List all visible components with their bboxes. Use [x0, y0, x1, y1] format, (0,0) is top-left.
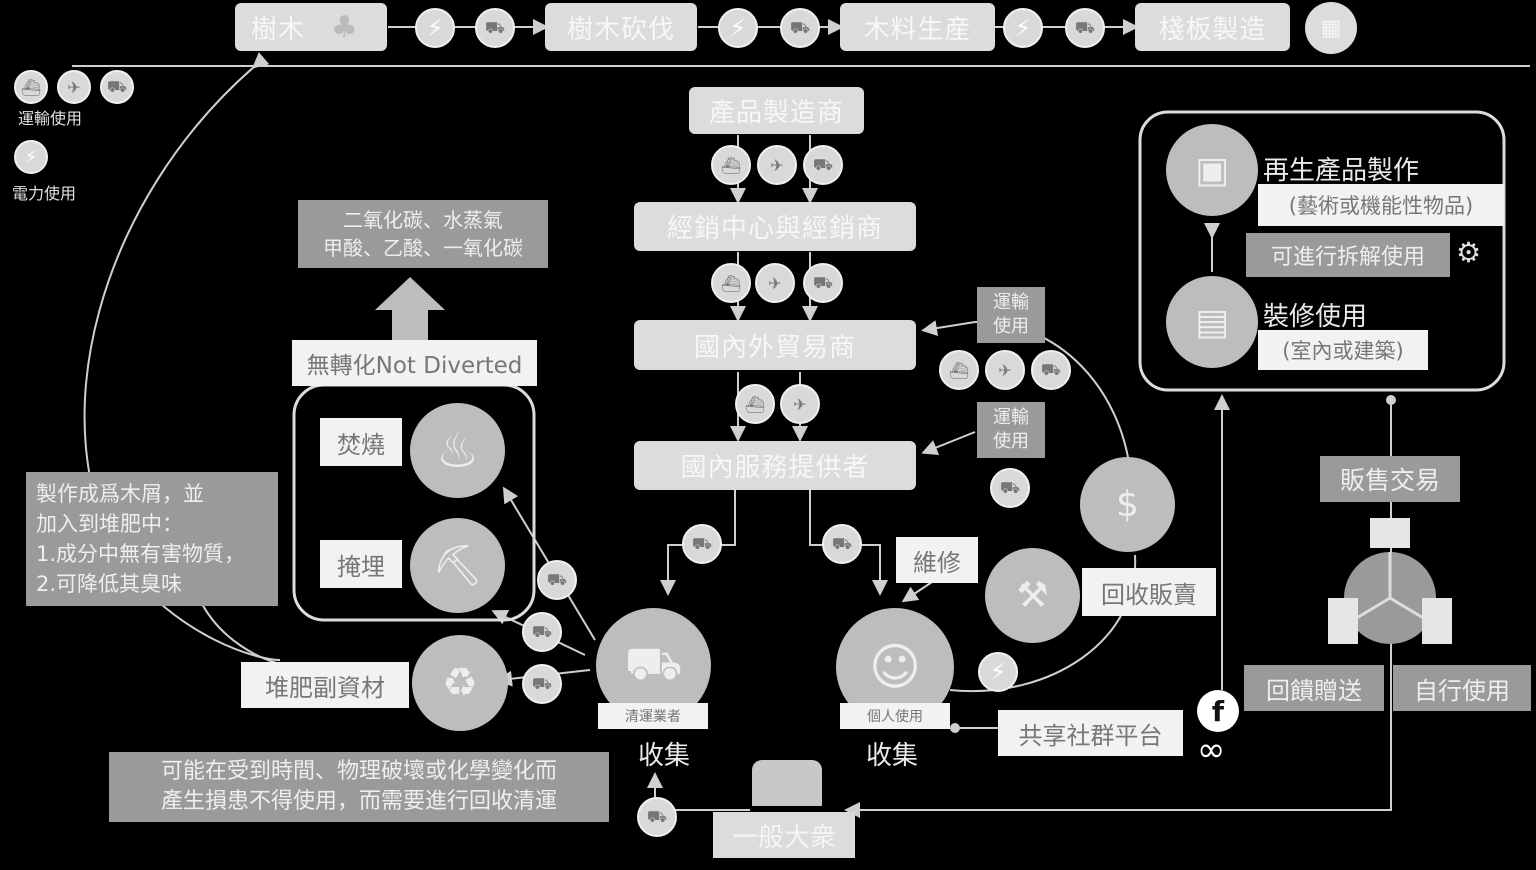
compost-bag-icon: ♻	[412, 635, 508, 731]
trader-box: 國內外貿易商	[634, 320, 916, 370]
bolt-icon: ⚡	[14, 140, 48, 174]
truck-icon: ⛟	[682, 524, 722, 564]
truck-icon: ⛟	[100, 70, 134, 104]
bolt-icon: ⚡	[718, 8, 758, 48]
renovation-title: 裝修使用	[1263, 296, 1367, 333]
legend-transport-label: 運輸使用	[18, 105, 82, 129]
collector-role-label: 清運業者	[598, 703, 708, 729]
truck-icon: ⛟	[522, 612, 562, 652]
shovel-icon: ⛏	[410, 518, 505, 613]
plane-icon: ✈	[755, 263, 795, 303]
plane-icon: ✈	[757, 145, 797, 185]
public-label: 一般大衆	[713, 812, 855, 858]
plane-icon: ✈	[780, 384, 820, 424]
emissions-line1: 二氧化碳、水蒸氣	[343, 206, 503, 234]
chain-step-logging: 樹木砍伐	[545, 3, 697, 51]
handshake-hammer-icon: ⚒	[985, 548, 1080, 643]
service-provider-box: 國內服務提供者	[634, 441, 916, 490]
pallet-icon: ▦	[1305, 2, 1357, 54]
bolt-icon: ⚡	[1003, 8, 1043, 48]
resale-label: 回收販賣	[1082, 568, 1216, 616]
chain-step-tree-label: 樹木	[251, 9, 305, 46]
not-diverted-title: 無轉化Not Diverted	[292, 340, 537, 386]
transport-label-2: 運輸 使用	[977, 402, 1045, 458]
truck-icon: ⛟	[637, 797, 677, 837]
social-platform-label: 共享社群平台	[998, 710, 1183, 756]
bolt-icon: ⚡	[978, 652, 1018, 692]
recycled-product-subtitle: (藝術或機能性物品)	[1258, 184, 1504, 226]
damage-note: 可能在受到時間、物理破壞或化學變化而 產生損患不得使用，而需要進行回收清運	[109, 752, 609, 822]
emissions-box: 二氧化碳、水蒸氣 甲酸、乙酸、一氧化碳	[298, 200, 548, 268]
truck-icon: ⛟	[475, 8, 515, 48]
ship-icon: ⛴	[14, 70, 48, 104]
chain-step-lumber: 木料生産	[840, 3, 995, 51]
truck-icon: ⛟	[990, 468, 1030, 508]
emissions-line2: 甲酸、乙酸、一氧化碳	[323, 234, 523, 262]
truck-icon: ⛟	[1031, 350, 1071, 390]
compost-material-label: 堆肥副資材	[241, 662, 409, 708]
ship-icon: ⛴	[711, 145, 751, 185]
sale-label: 販售交易	[1320, 456, 1460, 502]
truck-icon: ⛟	[822, 524, 862, 564]
ship-icon: ⛴	[939, 350, 979, 390]
tree-icon: ♣	[331, 10, 359, 45]
facebook-icon: f	[1197, 690, 1239, 732]
truck-icon: ⛟	[522, 664, 562, 704]
distributor-box: 經銷中心與經銷商	[634, 202, 916, 251]
repair-label: 維修	[896, 537, 978, 583]
chain-step-pallet: 棧板製造	[1135, 3, 1290, 51]
individual-action-label: 收集	[866, 735, 918, 772]
truck-icon: ⛟	[537, 560, 577, 600]
ship-icon: ⛴	[711, 263, 751, 303]
fire-icon: ♨	[410, 403, 505, 498]
hands-circle-icon	[1328, 518, 1452, 648]
compost-note: 製作成爲木屑，並 加入到堆肥中： 1.成分中無有害物質， 2.可降低其臭味	[26, 472, 278, 606]
tools-icon: ⚙	[1456, 236, 1481, 269]
disassembly-label: 可進行拆解使用	[1246, 233, 1450, 277]
plane-icon: ✈	[985, 350, 1025, 390]
recycle-box-icon: ▣	[1166, 124, 1258, 216]
truck-icon: ⛟	[780, 8, 820, 48]
ship-icon: ⛴	[735, 384, 775, 424]
renovation-subtitle: (室內或建築)	[1258, 330, 1428, 370]
emission-arrow	[375, 277, 445, 345]
truck-icon: ⛟	[1065, 8, 1105, 48]
recycled-product-title: 再生產品製作	[1263, 150, 1419, 187]
transport-label-1: 運輸 使用	[977, 287, 1045, 343]
collector-action-label: 收集	[638, 735, 690, 772]
crowd-icon	[752, 760, 822, 806]
feedback-gift-label: 回饋贈送	[1244, 665, 1384, 711]
bolt-icon: ⚡	[415, 8, 455, 48]
floorplan-icon: ▤	[1166, 276, 1258, 368]
truck-icon: ⛟	[803, 263, 843, 303]
legend-electric-label: 電力使用	[12, 180, 76, 204]
money-box-icon: $	[1080, 457, 1175, 552]
landfill-label: 掩埋	[320, 540, 402, 588]
manufacturer-box: 產品製造商	[689, 87, 864, 134]
incineration-label: 焚燒	[320, 418, 402, 466]
truck-icon: ⛟	[803, 145, 843, 185]
individual-role-label: 個人使用	[840, 703, 950, 729]
meta-icon: ∞	[1197, 730, 1225, 770]
plane-icon: ✈	[57, 70, 91, 104]
chain-step-tree: 樹木 ♣	[235, 3, 387, 51]
self-use-label: 自行使用	[1393, 665, 1531, 711]
